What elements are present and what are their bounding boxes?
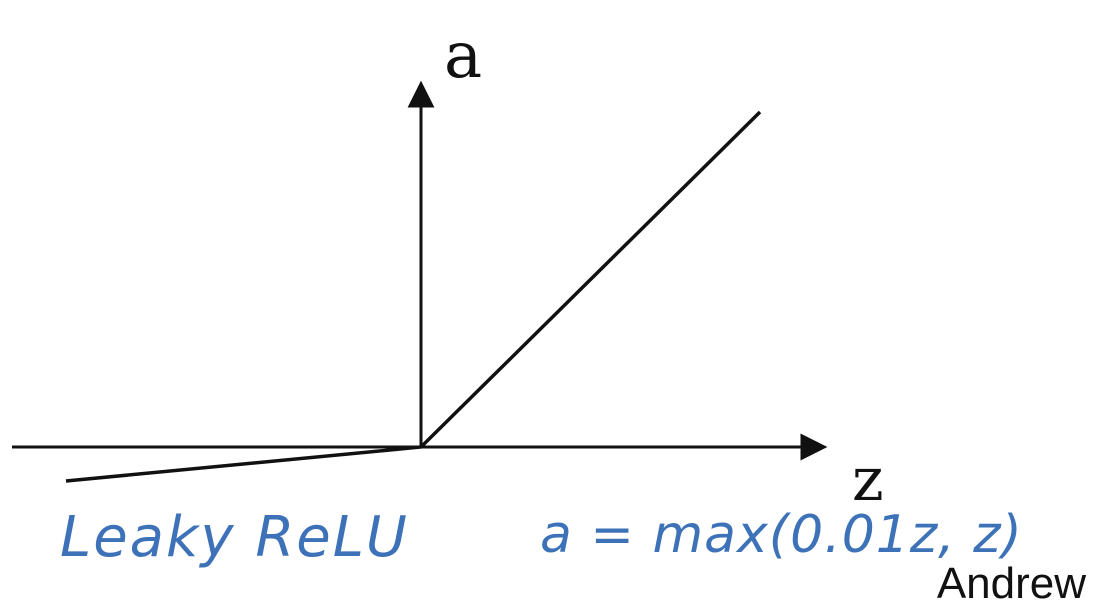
handwritten-annotation: Leaky ReLU a = max(0.01z, z)	[60, 505, 1023, 570]
y-axis-label: a	[444, 19, 482, 93]
x-axis-label: z	[852, 445, 884, 515]
annotation-formula: a = max(0.01z, z)	[540, 505, 1023, 565]
leaky-relu-curve	[65, 110, 762, 483]
author-credit: Andrew	[936, 559, 1086, 608]
annotation-name: Leaky ReLU	[60, 505, 409, 570]
